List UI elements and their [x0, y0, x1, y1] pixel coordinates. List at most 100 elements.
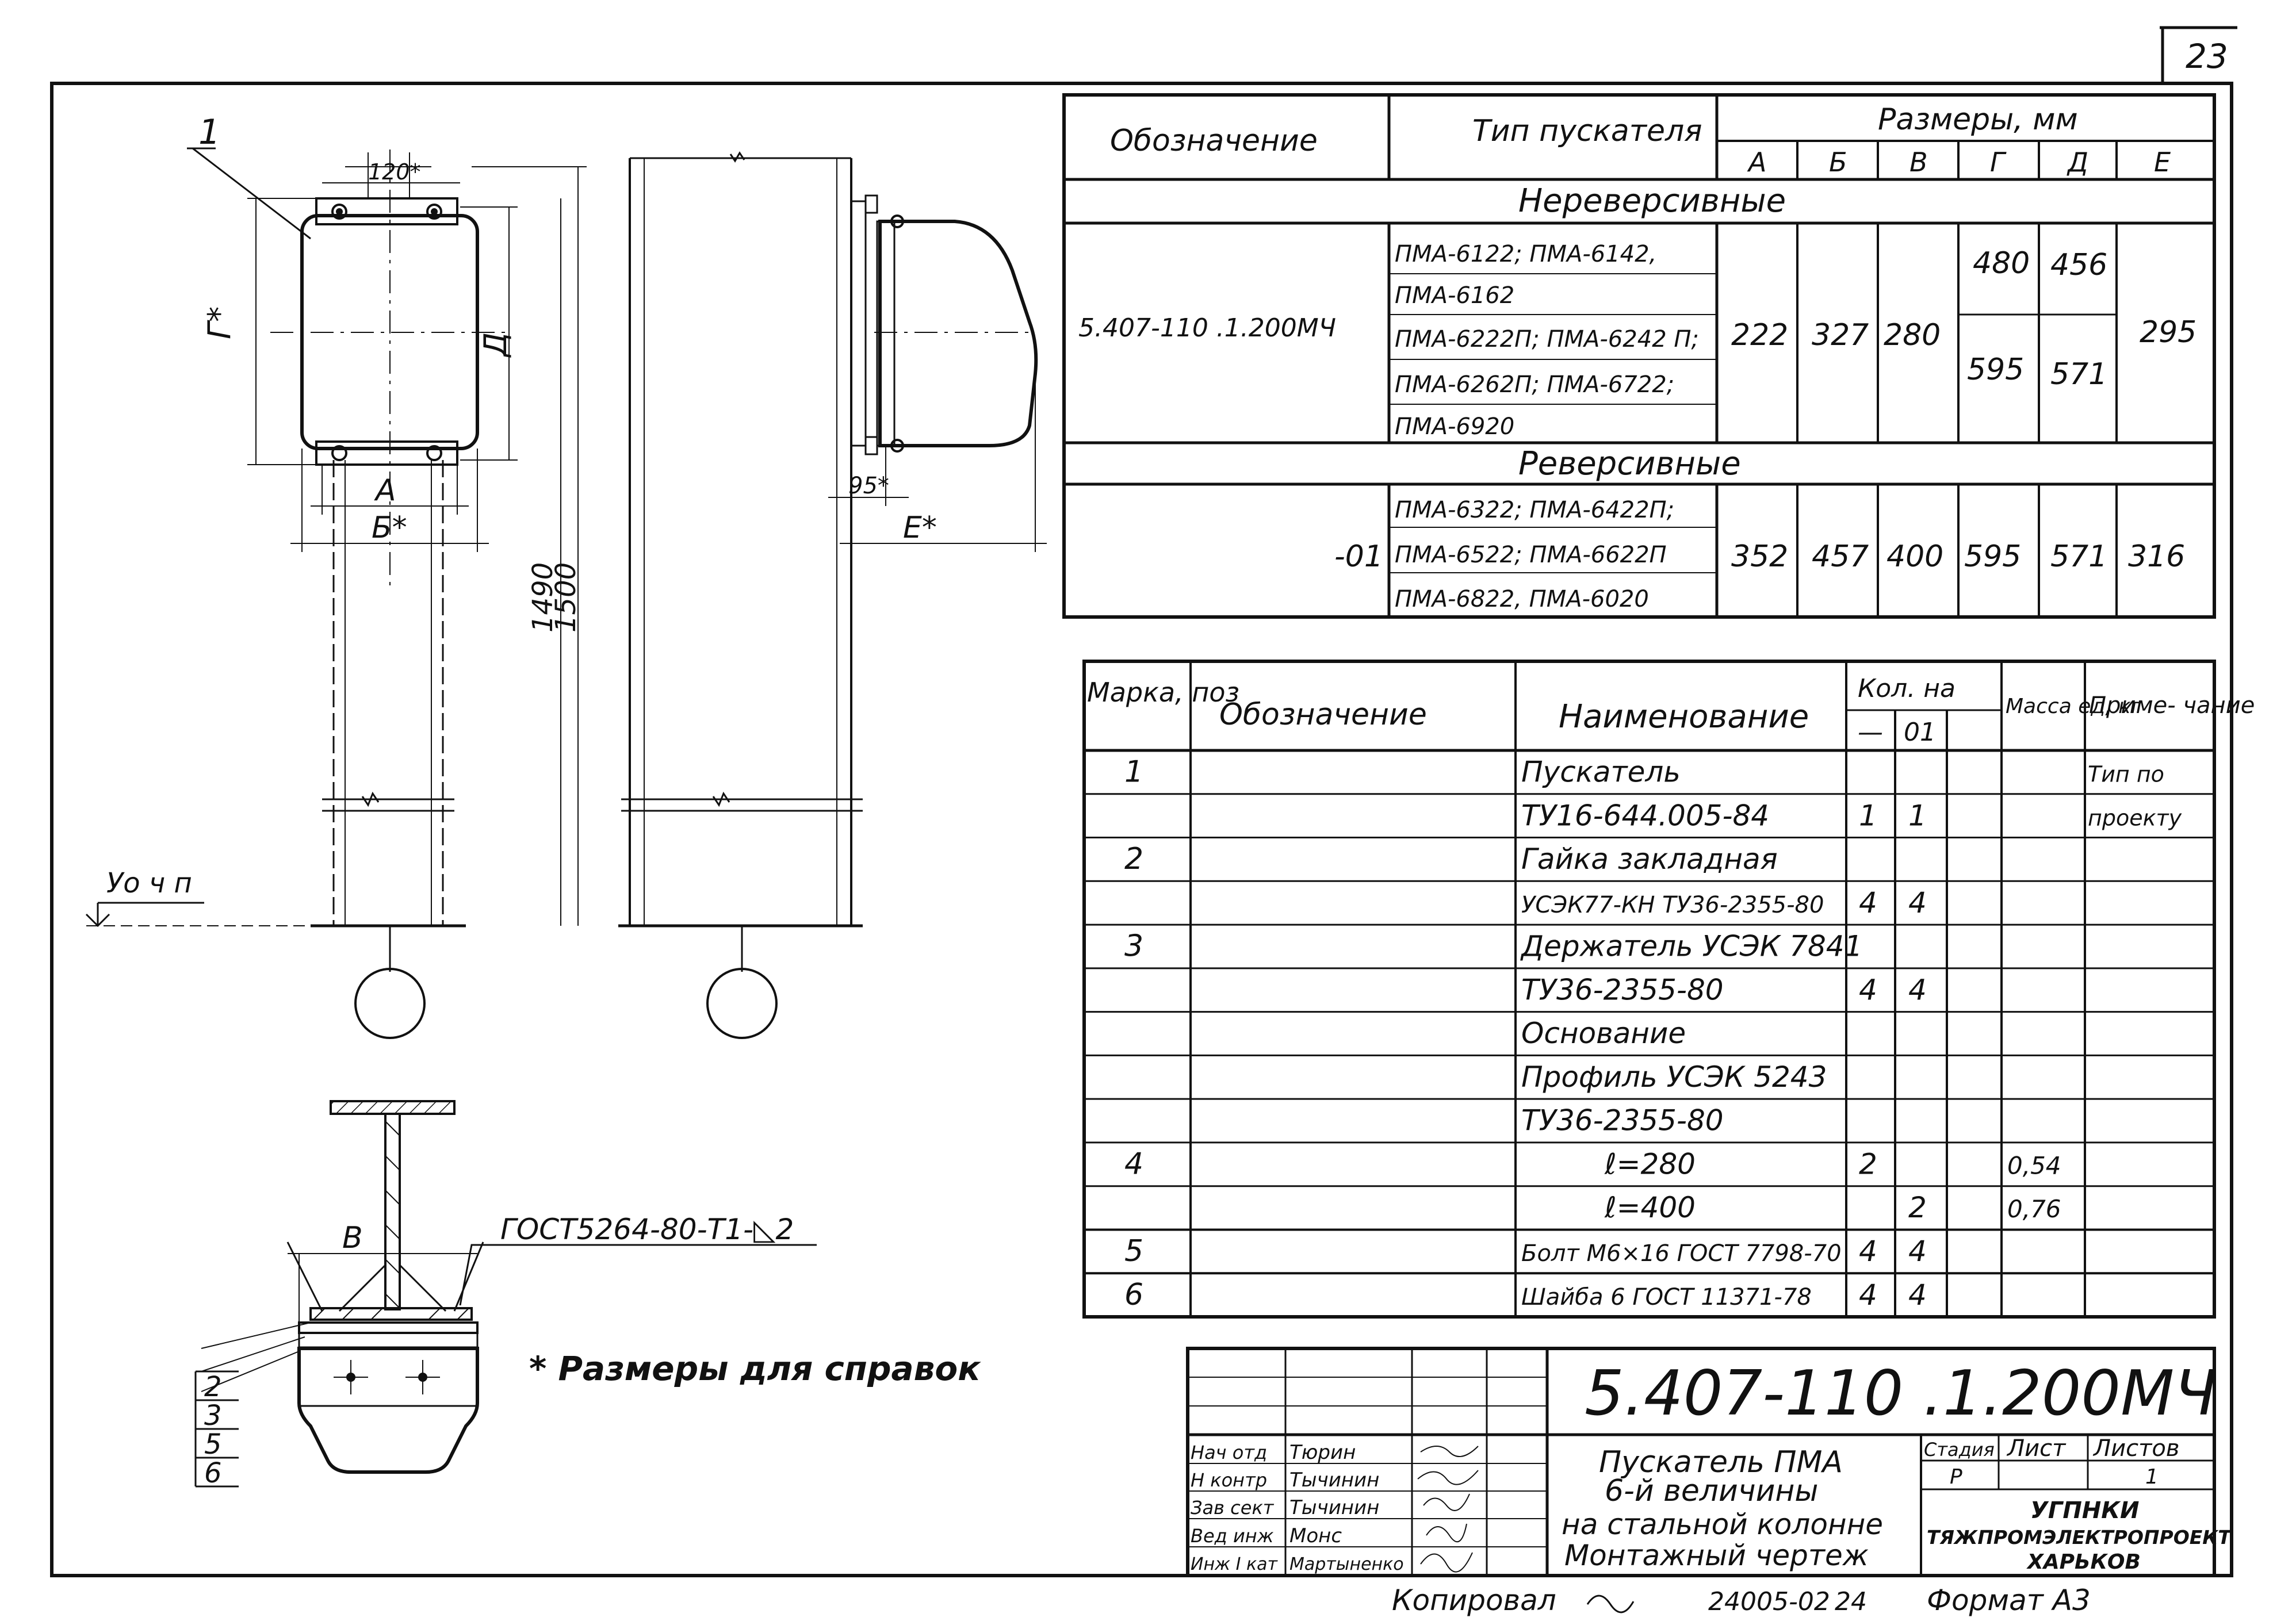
dim-d-label: Д [477, 332, 514, 358]
role-2: Н контр [1191, 1469, 1267, 1491]
spec-header-qty-01: 01 [1904, 718, 1936, 747]
dim-1490-label: 1490 [527, 562, 559, 633]
nonrev-e: 295 [2140, 315, 2196, 350]
spec-row-name: ℓ=280 [1604, 1147, 1696, 1181]
side-view [618, 151, 1047, 1039]
spec-header-designation: Обозначение [1219, 698, 1427, 732]
size-col-b: Б [1829, 147, 1847, 178]
spec-table [1082, 660, 2216, 1319]
nonrev-type-5: ПМА-6920 [1395, 413, 1514, 440]
title-line-1: Пускатель ПМА [1599, 1445, 1843, 1480]
size-col-d: Д [2067, 147, 2088, 178]
drawing-code: 5.407-110 .1.200МЧ [1585, 1358, 2217, 1430]
spec-row-name: Пускатель [1521, 756, 1681, 789]
spec-row-pos: 4 [1124, 1147, 1143, 1181]
nonrev-designation: 5.407-110 .1.200МЧ [1078, 313, 1336, 343]
title-line-4: Монтажный чертеж [1564, 1539, 1869, 1572]
dim-b-label: Б* [372, 511, 407, 545]
spec-row-name: Гайка закладная [1521, 842, 1778, 876]
size-header-type: Тип пускателя [1472, 114, 1702, 148]
spec-row-name: ТУ36-2355-80 [1521, 973, 1724, 1006]
spec-row-pos: 5 [1124, 1234, 1143, 1269]
title-line-3: на стальной колонне [1562, 1508, 1883, 1541]
sheets-value: 1 [2145, 1465, 2159, 1489]
nonrev-type-4: ПМА-6262П; ПМА-6722; [1395, 371, 1674, 398]
name-1: Тюрин [1289, 1441, 1356, 1464]
dim-e-label: Е* [903, 511, 937, 545]
spec-row-qty-dash: 4 [1859, 1278, 1877, 1312]
spec-header-mass: Масса ед, кг [2006, 695, 2142, 718]
spec-row-name: ℓ=400 [1604, 1191, 1696, 1224]
title-line-2: 6-й величины [1605, 1474, 1818, 1508]
stage-value: Р [1950, 1465, 1962, 1489]
spec-row-name: Шайба 6 ГОСТ 11371-78 [1521, 1284, 1812, 1310]
nonrev-g1: 480 [1973, 246, 2030, 281]
sheet-label: Лист [2006, 1435, 2067, 1462]
rev-b: 457 [1812, 539, 1869, 574]
name-5: Мартыненко [1289, 1554, 1404, 1574]
dim-1500-label: 1500 [550, 562, 582, 633]
nonrev-d2: 571 [2050, 357, 2107, 392]
footer-page: 24 [1835, 1587, 1867, 1616]
spec-row-pos: 6 [1124, 1278, 1143, 1312]
role-3: Зав сект [1191, 1497, 1275, 1519]
spec-row-qty-01: 4 [1908, 973, 1927, 1006]
spec-row-name: ТУ16-644.005-84 [1521, 799, 1769, 832]
footer-format: Формат А3 [1927, 1584, 2091, 1617]
rev-type-2: ПМА-6522; ПМА-6622П [1395, 542, 1667, 568]
name-4: Монс [1289, 1524, 1342, 1547]
spec-row-qty-01: 2 [1908, 1191, 1927, 1224]
footer: Копировал 24005-02 24 Формат А3 [1392, 1584, 2091, 1617]
name-2: Тычинин [1289, 1469, 1379, 1492]
size-col-e: Е [2154, 147, 2171, 178]
callout-2: 2 [204, 1371, 222, 1403]
spec-row-qty-dash: 4 [1859, 886, 1877, 919]
spec-row-name: Держатель УСЭК 7841 [1520, 930, 1862, 963]
size-header-designation: Обозначение [1110, 124, 1318, 158]
spec-row-note: проекту [2088, 805, 2182, 830]
spec-header-note: Приме- чание [2089, 692, 2255, 719]
spec-header-qty-dash: — [1858, 718, 1883, 747]
rev-type-3: ПМА-6822, ПМА-6020 [1395, 586, 1649, 612]
spec-row-name: УСЭК77-КН ТУ36-2355-80 [1521, 892, 1824, 918]
rev-type-1: ПМА-6322; ПМА-6422П; [1395, 497, 1674, 523]
name-3: Тычинин [1289, 1496, 1379, 1519]
floor-level-label: Уо ч п [106, 867, 192, 899]
footer-order: 24005-02 [1708, 1587, 1830, 1616]
title-block [1186, 1347, 2216, 1577]
page-number-box: 23 [2160, 26, 2237, 83]
spec-row-name: Основание [1521, 1017, 1686, 1050]
dim-95-label: 95* [848, 473, 889, 499]
rev-designation: -01 [1334, 539, 1383, 574]
section-view [194, 1100, 817, 1488]
page-number: 23 [2186, 37, 2228, 76]
size-col-g: Г [1990, 147, 2007, 178]
spec-row-qty-dash: 4 [1859, 973, 1877, 1006]
rev-g: 595 [1964, 539, 2021, 574]
nonrev-b: 327 [1812, 318, 1869, 352]
nonrev-type-2: ПМА-6162 [1395, 282, 1514, 309]
front-view [85, 147, 587, 1039]
spec-row-name: Профиль УСЭК 5243 [1521, 1060, 1827, 1094]
rev-e: 316 [2128, 539, 2185, 574]
spec-header-mark-text: Марка, поз [1087, 677, 1239, 708]
size-col-v: В [1909, 147, 1928, 178]
nonrev-d1: 456 [2050, 248, 2107, 282]
callout-3: 3 [204, 1400, 222, 1432]
nonrev-v: 280 [1884, 318, 1941, 352]
reference-note: * Размеры для справок [529, 1349, 981, 1388]
callout-6: 6 [204, 1457, 222, 1489]
role-4: Вед инж [1191, 1525, 1274, 1547]
nonrev-a: 222 [1731, 318, 1788, 352]
role-1: Нач отд [1191, 1442, 1267, 1463]
spec-row-qty-dash: 4 [1859, 1235, 1877, 1268]
stage-label: Стадия [1924, 1439, 1995, 1461]
spec-row-qty-01: 4 [1908, 1235, 1927, 1268]
org-line-2: ТЯЖПРОМЭЛЕКТРОПРОЕКТ [1927, 1526, 2232, 1549]
spec-row-qty-01: 1 [1908, 799, 1927, 832]
dim-120-label: 120* [368, 159, 421, 185]
spec-row-mass: 0,76 [2007, 1195, 2061, 1223]
spec-header-qty: Кол. на [1858, 674, 1956, 703]
spec-row-pos: 1 [1124, 755, 1143, 790]
